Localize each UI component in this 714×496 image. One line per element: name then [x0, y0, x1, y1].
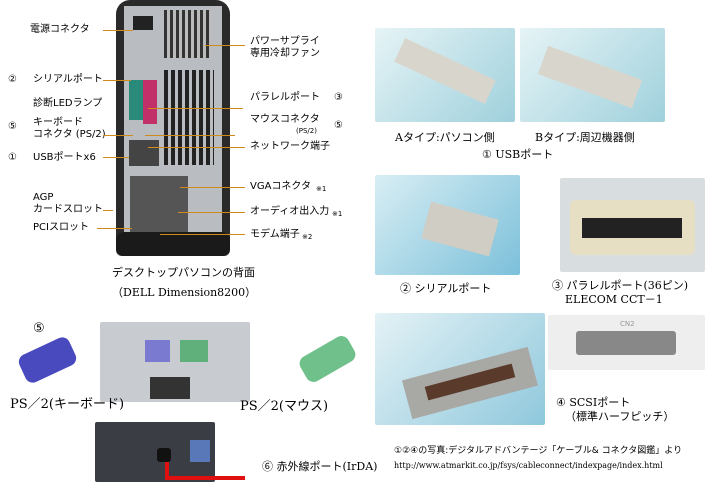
label-pci: PCIスロット — [33, 222, 89, 233]
photo-credit: ①②④の写真:デジタルアドバンテージ「ケーブル& コネクタ図鑑」より — [394, 446, 683, 456]
num-label: ⑤ — [8, 121, 17, 132]
power-connector — [133, 16, 153, 30]
credit-url[interactable]: http://www.atmarkit.co.jp/fsys/cableconn… — [394, 461, 663, 470]
num-label: ⑤ — [334, 120, 343, 131]
label-psu-fan-2: 専用冷却ファン — [250, 48, 320, 59]
label-keyboard-connector: キーボード — [33, 117, 83, 128]
label-mouse-connector: マウスコネクタ — [250, 114, 320, 125]
label-agp-2: カードスロット — [33, 204, 103, 215]
parallel-photo — [560, 178, 705, 272]
usb-a-photo — [375, 28, 515, 122]
usb-b-caption: Bタイプ:周辺機器側 — [535, 131, 635, 144]
label-power-connector: 電源コネクタ — [30, 24, 90, 35]
label-parallel-port: パラレルポート — [250, 92, 320, 103]
label-diagnostic-led: 診断LEDランプ — [33, 98, 103, 109]
num-label: ① — [8, 152, 17, 163]
num-label: ② — [8, 74, 17, 85]
label-modem: モデム端子 — [250, 229, 300, 240]
irda-photo — [95, 422, 215, 482]
usb-title: ① USBポート — [482, 148, 554, 161]
label-vga: VGAコネクタ — [250, 181, 312, 192]
pc-caption: デスクトップパソコンの背面 — [112, 266, 255, 279]
note: ※1 — [316, 185, 327, 193]
label-usb-ports: USBポートx6 — [33, 152, 96, 163]
ps2-mouse-caption: PS／2(マウス) — [240, 399, 329, 414]
pc-caption-model: （DELL Dimension8200） — [112, 286, 257, 299]
usb-b-photo — [520, 28, 665, 122]
label-agp: AGP — [33, 192, 54, 203]
scsi-board-photo: CN2 — [548, 315, 705, 370]
label-audio: オーディオ出入力 — [250, 206, 330, 217]
note: ※1 — [332, 210, 343, 218]
label-network: ネットワーク端子 — [250, 141, 330, 152]
note: ※2 — [302, 233, 313, 241]
red-arrow-icon — [165, 462, 169, 480]
ps2-number: ⑤ — [33, 321, 45, 336]
parallel-model: ELECOM CCT－1 — [565, 293, 663, 306]
label-serial-port: シリアルポート — [33, 74, 103, 85]
board-label: CN2 — [620, 320, 635, 328]
parallel-caption: ③ パラレルポート(36ピン) — [552, 279, 689, 292]
ps2-ports-photo — [100, 322, 250, 402]
serial-photo — [375, 175, 520, 275]
serial-caption: ② シリアルポート — [400, 282, 492, 295]
scsi-photo — [375, 313, 545, 425]
irda-caption: ⑥ 赤外線ポート(IrDA) — [262, 460, 378, 473]
pc-rear-photo — [116, 0, 230, 256]
scsi-caption: ④ SCSIポート — [556, 396, 631, 409]
label-mouse-connector-2: (PS/2) — [296, 127, 317, 135]
usb-a-caption: Aタイプ:パソコン側 — [395, 131, 495, 144]
label-psu-fan: パワーサプライ — [250, 36, 320, 47]
ps2-mouse-photo — [290, 325, 370, 385]
ps2-keyboard-photo — [0, 334, 80, 390]
num-label: ③ — [334, 92, 343, 103]
ps2-keyboard-caption: PS／2(キーボード) — [10, 397, 125, 412]
scsi-subcaption: （標準ハーフピッチ） — [565, 410, 675, 423]
fan-grille — [164, 10, 212, 58]
label-keyboard-connector-2: コネクタ (PS/2) — [33, 129, 106, 140]
